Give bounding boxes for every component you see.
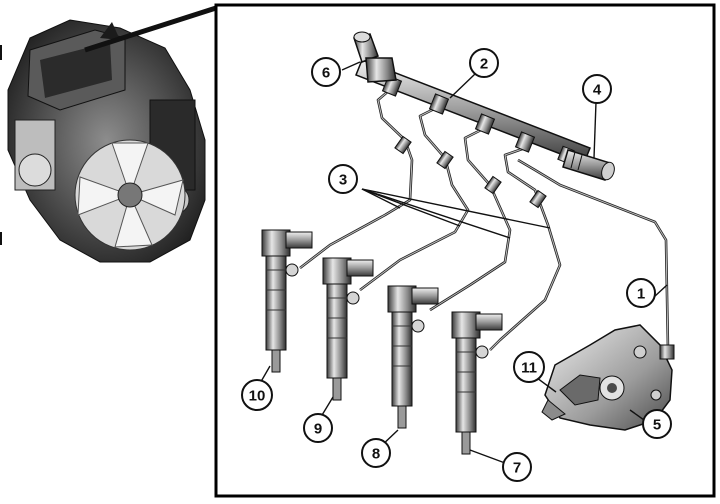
pressure-sensor [562,149,615,181]
callout-label: 8 [372,446,380,463]
injector-4 [451,311,503,455]
callout-11: 11 [513,351,545,383]
fan-icon [74,139,186,251]
callout-5: 5 [642,409,672,439]
supply-line [517,158,670,351]
callout-label: 7 [513,460,521,477]
callout-circle [361,438,391,468]
callout-circle [241,379,273,411]
callout-label: 11 [521,360,537,377]
callout-circle [502,452,532,482]
callout-circle [582,74,612,104]
callout-circle [311,57,341,87]
callout-2: 2 [469,48,499,78]
callout-circle [513,351,545,383]
callout-7: 7 [502,452,532,482]
callout-4: 4 [582,74,612,104]
callout-circle [626,278,656,308]
callout-1: 1 [626,278,656,308]
callout-3: 3 [328,164,358,194]
callout-6: 6 [311,57,341,87]
callout-circle [303,413,333,443]
callout-label: 2 [480,56,488,73]
callout-label: 5 [653,417,661,434]
callout-circle [469,48,499,78]
engine-pointer-line [84,5,217,53]
injector-lines [299,87,562,351]
pump-fitting [541,399,566,421]
pressure-limiting-valve [353,31,397,83]
callout-label: 10 [249,388,266,405]
injector-3 [387,285,439,429]
callout-label: 4 [593,82,602,99]
high-pressure-pump [541,324,675,431]
callout-circle [328,164,358,194]
callout-label: 3 [339,172,347,189]
injector-1 [261,229,313,373]
callout-9: 9 [303,413,333,443]
engine-thumbnail [0,5,217,263]
callout-8: 8 [361,438,391,468]
callout-label: 1 [637,286,645,303]
callout-label: 9 [314,421,322,438]
callouts: 1 2 3 4 5 6 7 8 9 10 11 [241,48,672,482]
injectors [261,229,503,455]
callout-10: 10 [241,379,273,411]
callout-label: 6 [322,65,330,82]
injector-2 [322,257,374,401]
callout-circle [642,409,672,439]
